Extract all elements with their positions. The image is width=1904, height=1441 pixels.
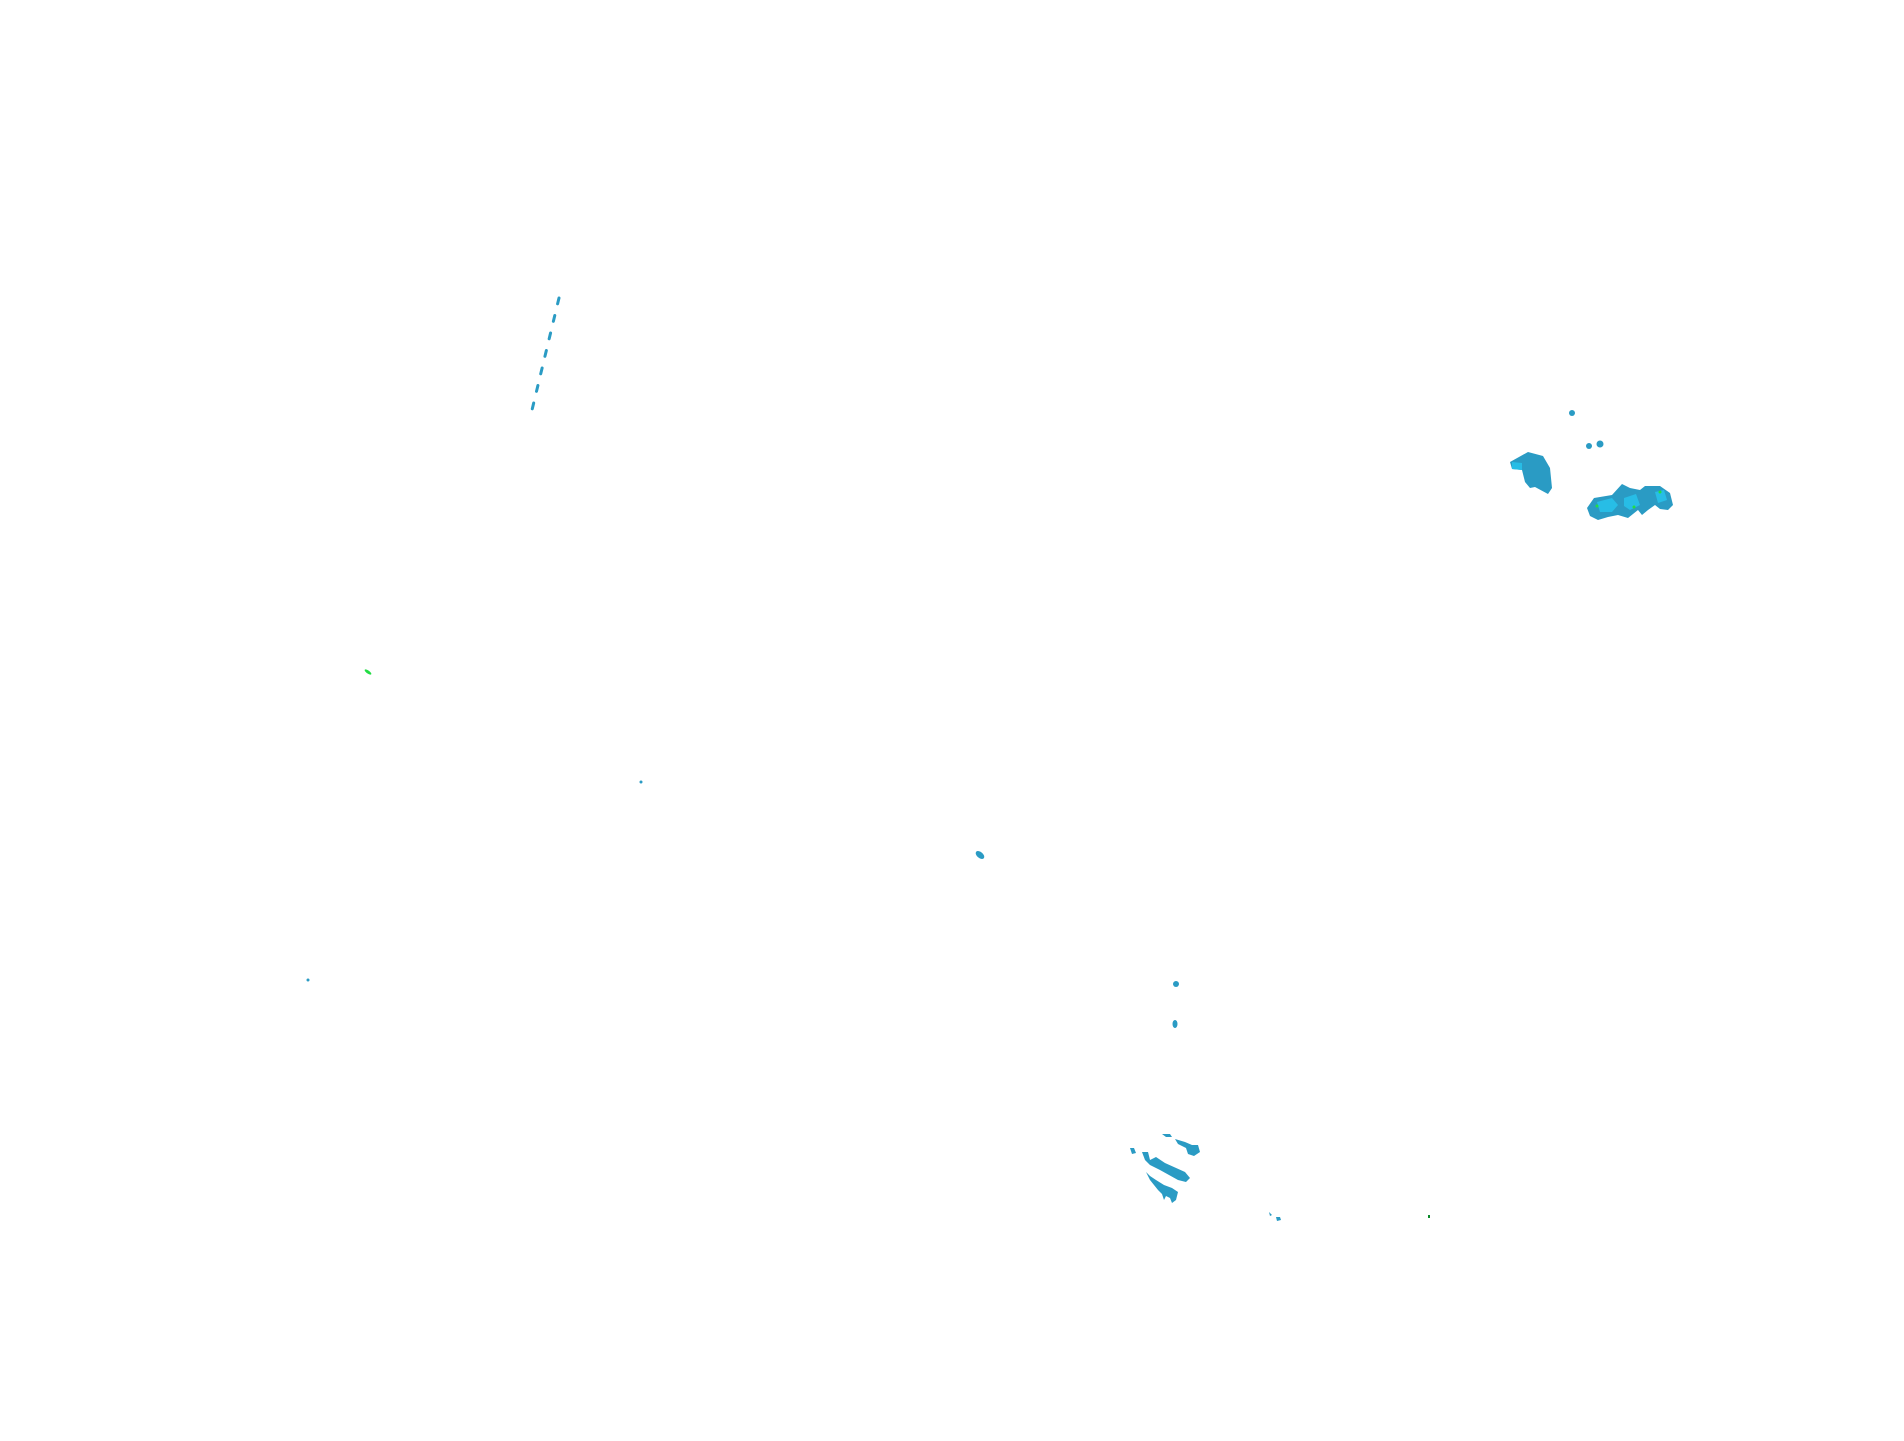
green-speck bbox=[364, 669, 372, 675]
small-island bbox=[306, 978, 310, 982]
island-cluster-south bbox=[1130, 1134, 1281, 1221]
small-island bbox=[1173, 981, 1179, 987]
dashed-track bbox=[530, 296, 561, 412]
small-island bbox=[975, 851, 985, 859]
small-island bbox=[639, 780, 643, 784]
marker-dot bbox=[1428, 1215, 1430, 1218]
island-cluster-east bbox=[1510, 410, 1673, 520]
small-island bbox=[1172, 1020, 1178, 1028]
